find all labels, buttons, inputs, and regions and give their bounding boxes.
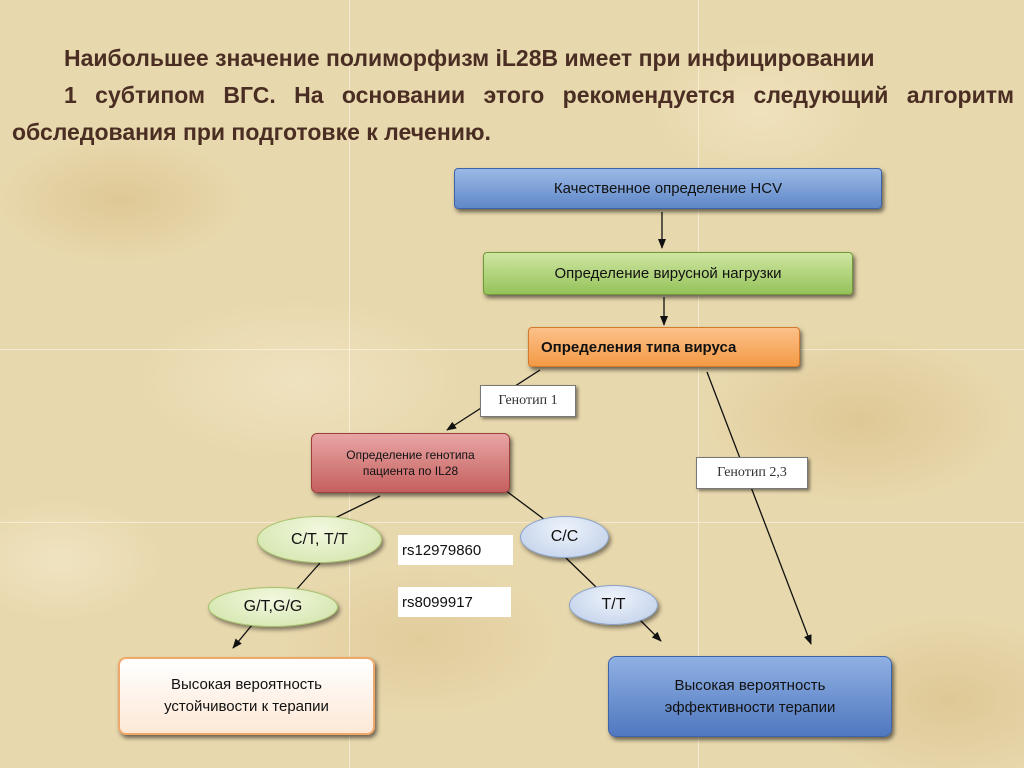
background-seam	[698, 0, 699, 768]
line-cc-to-tt	[565, 557, 597, 588]
il28-line-1: Определение генотипа	[346, 448, 475, 462]
genotype-2-3-label: Генотип 2,3	[696, 457, 808, 489]
rs8099917-label: rs8099917	[398, 587, 511, 617]
gt-gg-oval: G/T,G/G	[208, 587, 338, 627]
slide-title: Наибольшее значение полиморфизм iL28B им…	[12, 40, 1014, 151]
resistance-line-2: устойчивости к терапии	[164, 698, 329, 715]
efficacy-line-1: Высокая вероятность	[674, 676, 826, 694]
title-line-3: обследования при подготовке к лечению.	[12, 119, 491, 145]
hcv-qualitative-box: Качественное определение HCV	[454, 168, 882, 209]
viral-load-box: Определение вирусной нагрузки	[483, 252, 853, 295]
arrow-type-to-efficacy	[706, 371, 812, 645]
il28-genotyping-box: Определение генотипа пациента по IL28	[311, 433, 510, 493]
title-line-1: Наибольшее значение полиморфизм iL28B им…	[64, 45, 875, 71]
arrow-gt-to-resistance	[232, 624, 253, 649]
il28-line-2: пациента по IL28	[362, 464, 459, 478]
line-il28-to-cc	[504, 489, 546, 521]
genotype-1-label: Генотип 1	[480, 385, 576, 417]
background-seam	[0, 522, 1024, 523]
line-il28-to-ct	[334, 495, 381, 519]
background-seam	[349, 0, 350, 768]
cc-oval: С/С	[520, 516, 609, 558]
resistance-line-1: Высокая вероятность	[171, 676, 322, 693]
efficacy-result-box: Высокая вероятность эффективности терапи…	[608, 656, 892, 737]
arrow-tt-to-efficacy	[639, 619, 662, 642]
line-ct-to-gt	[295, 562, 321, 591]
background-seam	[0, 349, 1024, 350]
ct-tt-oval: С/Т, Т/Т	[257, 516, 382, 563]
virus-type-box: Определения типа вируса	[528, 327, 800, 367]
tt-oval: T/T	[569, 585, 658, 625]
resistance-result-box: Высокая вероятность устойчивости к терап…	[118, 657, 375, 735]
efficacy-line-2: эффективности терапии	[664, 698, 836, 716]
title-line-2: 1 субтипом ВГС. На основании этого реком…	[64, 82, 1014, 108]
rs12979860-label: rs12979860	[398, 535, 513, 565]
